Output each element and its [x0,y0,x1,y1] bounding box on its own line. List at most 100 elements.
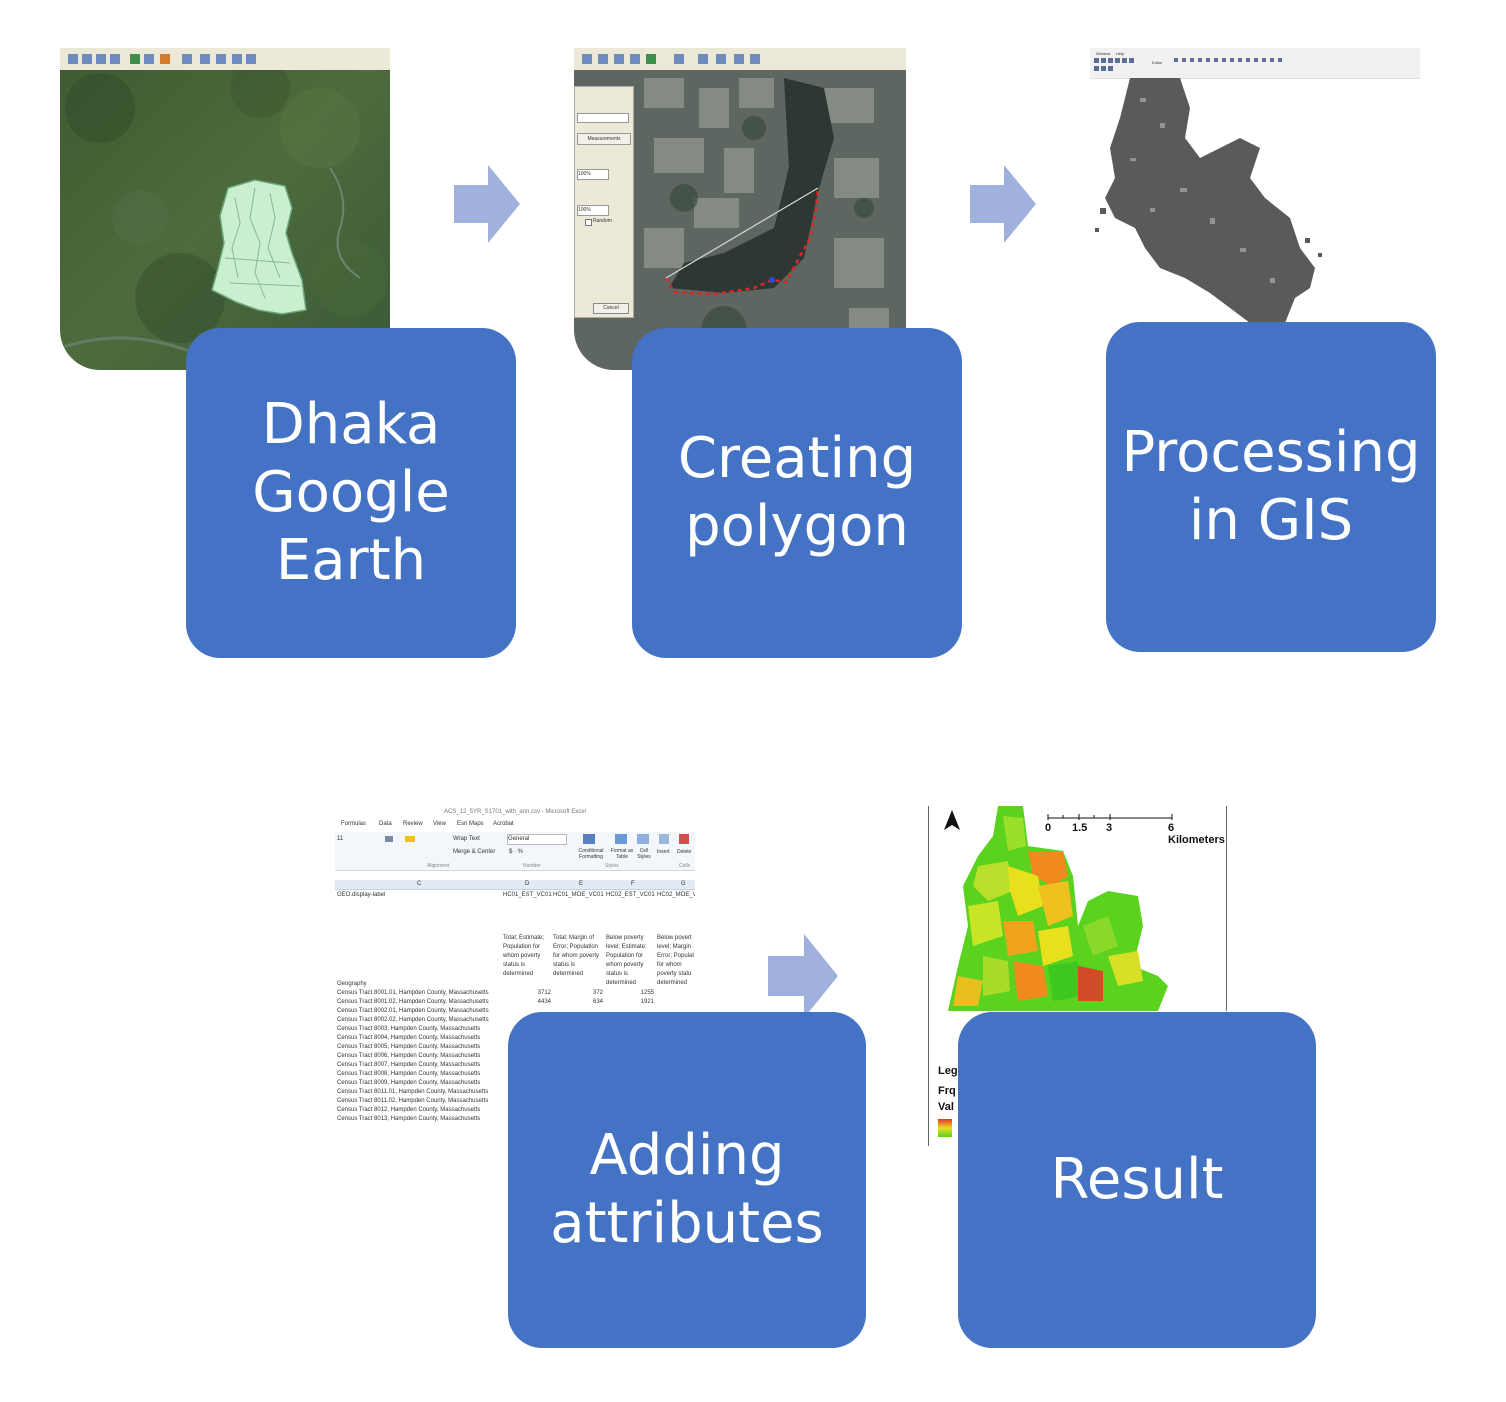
conditional-formatting-label[interactable]: Conditional Formatting [578,848,604,860]
excel-ribbon-tabs: Formulas Data Review View Esri Maps Acro… [341,820,695,830]
row-geography-cell[interactable]: Census Tract 8009, Hampden County, Massa… [337,1080,481,1086]
merge-center-button[interactable]: Merge & Center [453,849,496,855]
tab-view[interactable]: View [433,821,446,827]
arrow-right-icon-2 [970,165,1036,243]
col-f[interactable]: F [631,881,635,887]
row-value-cell[interactable]: 3712 [537,990,551,996]
step-attributes-label: Adding attributes [550,1123,824,1256]
row-geography-cell[interactable]: Census Tract 8011.02, Hampden County, Ma… [337,1098,489,1104]
cell-styles-label[interactable]: Cell Styles [637,848,651,860]
col-g[interactable]: G [681,881,686,887]
properties-dialog: Measurements 100% 100% Random Cancel [574,86,634,318]
col-d[interactable]: D [525,881,530,887]
row-value-cell[interactable]: 372 [592,990,603,996]
opacity-field-2[interactable]: 100% [577,205,609,216]
north-arrow-icon [944,810,960,830]
name-field[interactable] [577,113,629,123]
polygon-editor-screenshot: Measurements 100% 100% Random Cancel [574,48,906,370]
measurements-button[interactable]: Measurements [577,133,631,145]
col-c[interactable]: C [417,881,422,887]
cell-geo-label[interactable]: GEO.display-label [337,892,386,898]
table-row: Census Tract 8012, Hampden County, Massa… [335,1106,695,1115]
row-value-cell[interactable]: 1921 [640,999,654,1005]
currency-icon[interactable]: $ · % [509,849,524,855]
excel-title: ACS_12_5YR_S1701_with_ann.csv - Microsof… [443,809,587,815]
table-row: Census Tract 8009, Hampden County, Massa… [335,1079,695,1088]
tab-formulas[interactable]: Formulas [341,821,367,827]
delete-icon[interactable] [679,834,689,844]
gis-toolbar-icons [1094,58,1282,71]
row-geography-cell[interactable]: Census Tract 8004, Hampden County, Massa… [337,1035,481,1041]
step-dhaka-label: Dhaka Google Earth [252,392,450,593]
row-geography-cell[interactable]: Census Tract 8001.01, Hampden County, Ma… [337,990,489,996]
group-cells: Cells [679,863,691,869]
cancel-button[interactable]: Cancel [593,303,629,314]
opacity-field-1[interactable]: 100% [577,169,609,180]
scale-tick-2: 3 [1106,822,1113,834]
tab-review[interactable]: Review [403,821,423,827]
row-geography-cell[interactable]: Census Tract 8012, Hampden County, Massa… [337,1107,481,1113]
menu-help[interactable]: Help [1116,51,1125,56]
legend-value: Val [938,1101,954,1113]
tab-esri-maps[interactable]: Esri Maps [457,821,484,827]
row-geography-cell[interactable]: Census Tract 8001.02, Hampden County, Ma… [337,999,489,1005]
row-geography-cell[interactable]: Census Tract 8002.01, Hampden County, Ma… [337,1008,489,1014]
col-e[interactable]: E [579,881,584,887]
row-value-cell[interactable]: 4434 [537,999,551,1005]
row-geography-cell[interactable]: Census Tract 8002.02, Hampden County, Ma… [337,1017,489,1023]
cell-hc02-moe[interactable]: HC02_MOE_V [657,892,695,898]
geography-cell[interactable]: Geography [337,981,367,987]
group-styles: Styles [605,863,619,869]
table-row: Census Tract 8001.01, Hampden County, Ma… [335,989,695,998]
cell-styles-icon[interactable] [637,834,649,844]
arcgis-screenshot: Window Help Editor [1090,48,1420,323]
insert-icon[interactable] [659,834,669,844]
arrow-right-icon-3 [768,934,838,1018]
conditional-formatting-icon[interactable] [583,834,595,844]
random-checkbox[interactable] [585,219,592,226]
insert-label[interactable]: Insert [657,849,670,855]
row-geography-cell[interactable]: Census Tract 8013, Hampden County, Massa… [337,1116,481,1122]
row-geography-cell[interactable]: Census Tract 8007, Hampden County, Massa… [337,1062,481,1068]
tab-acrobat[interactable]: Acrobat [493,821,514,827]
delete-label[interactable]: Delete [677,849,692,855]
choropleth [938,806,1173,1137]
format-as-table-label[interactable]: Format as Table [610,848,634,860]
menu-window[interactable]: Window [1096,51,1111,56]
step-result: Result [958,1012,1316,1348]
step-gis-label: Processing in GIS [1121,420,1421,553]
desc-total-moe[interactable]: Total; Margin of Error; Population for w… [553,935,600,977]
highlight-icon[interactable] [405,836,415,842]
table-row: Census Tract 8004, Hampden County, Massa… [335,1034,695,1043]
tab-data[interactable]: Data [379,821,392,827]
city-districts [948,806,1168,1011]
header-row: GEO.display-label HC01_EST_VC01 HC01_MOE… [335,891,695,900]
desc-below-moe[interactable]: Below povert level; Margin Error; Popula… [657,935,695,986]
desc-below-est[interactable]: Below poverty level; Estimate; Populatio… [606,935,647,986]
table-row: Census Tract 8013, Hampden County, Massa… [335,1115,695,1124]
row-value-cell[interactable]: 1255 [640,990,654,996]
cell-hc02-est[interactable]: HC02_EST_VC01 [606,892,655,898]
format-table-icon[interactable] [615,834,627,844]
menu-editor[interactable]: Editor [1152,60,1163,65]
number-format-select[interactable]: General [507,834,567,845]
scale-tick-3: 6 Kilometers [1168,822,1225,846]
row-geography-cell[interactable]: Census Tract 8005, Hampden County, Massa… [337,1044,481,1050]
font-size-box[interactable]: 11 [337,836,344,842]
lake [669,78,834,293]
table-row: Census Tract 8008, Hampden County, Massa… [335,1070,695,1079]
row-geography-cell[interactable]: Census Tract 8008, Hampden County, Massa… [337,1071,481,1077]
row-geography-cell[interactable]: Census Tract 8003, Hampden County, Massa… [337,1026,481,1032]
row-value-cell[interactable]: 634 [592,999,603,1005]
arrow-right-icon-1 [454,165,520,243]
step-adding-attributes: Adding attributes [508,1012,866,1348]
group-number: Number [523,863,541,869]
row-geography-cell[interactable]: Census Tract 8011.01, Hampden County, Ma… [337,1089,489,1095]
cell-hc01-moe[interactable]: HC01_MOE_VC01 [553,892,604,898]
desc-total-est[interactable]: Total; Estimate; Population for whom pov… [503,935,545,977]
bold-icon[interactable] [385,836,393,842]
row-geography-cell[interactable]: Census Tract 8006, Hampden County, Massa… [337,1053,481,1059]
cell-hc01-est[interactable]: HC01_EST_VC01 [503,892,552,898]
step-dhaka-google-earth: Dhaka Google Earth [186,328,516,658]
wrap-text-button[interactable]: Wrap Text [453,836,480,842]
